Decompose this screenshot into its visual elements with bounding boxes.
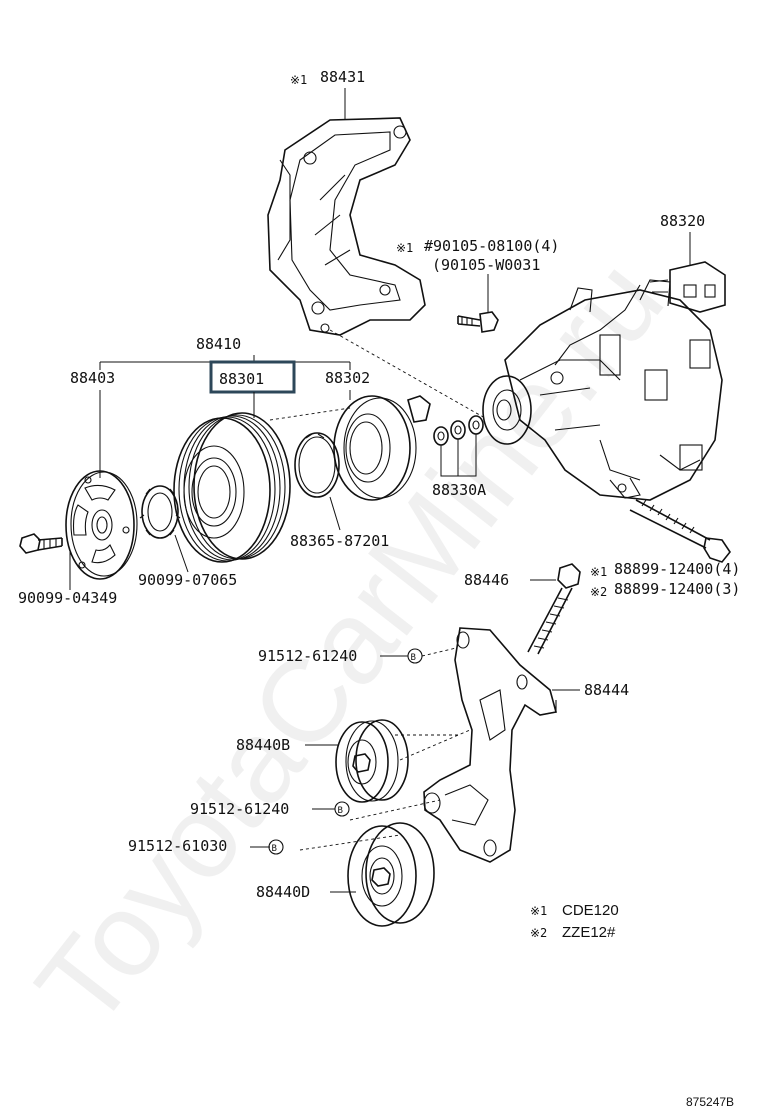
- label-88444[interactable]: 88444: [584, 681, 629, 699]
- leader-88365: [329, 496, 341, 531]
- shim-ring-90099-drawing: [139, 485, 181, 539]
- label-88899-12400-4[interactable]: 88899-12400(4): [614, 560, 740, 578]
- legend-text-2: ZZE12#: [562, 924, 616, 941]
- legend-text-1: CDE120: [562, 902, 619, 919]
- tag-b-2: B: [338, 806, 343, 816]
- label-88301[interactable]: 88301: [219, 370, 264, 388]
- label-90105-08100[interactable]: #90105-08100(4): [424, 237, 559, 255]
- mark-88899-2: ※2: [590, 585, 607, 599]
- label-90105-W0031[interactable]: (90105-W0031: [432, 256, 540, 274]
- label-88403[interactable]: 88403: [70, 369, 115, 387]
- pulley-88301-drawing: [173, 412, 291, 563]
- legend-mark-1: ※1: [530, 904, 547, 918]
- alignment-line-5: [299, 834, 401, 851]
- idler-88440D-drawing: [347, 822, 435, 927]
- label-88330A[interactable]: 88330A: [432, 481, 486, 499]
- label-88431[interactable]: 88431: [320, 68, 365, 86]
- tag-b-1: B: [411, 653, 416, 663]
- legend-mark-2: ※2: [530, 926, 547, 940]
- figure-id: 875247B: [686, 1095, 734, 1109]
- label-91512-61240-b[interactable]: 91512-61240: [190, 800, 289, 818]
- compressor-88320-drawing: [482, 261, 726, 501]
- label-88440B[interactable]: 88440B: [236, 736, 290, 754]
- mark-88899-1: ※1: [590, 565, 607, 579]
- bolt-90105-drawing: [457, 311, 499, 333]
- bolt-88899-drawing: [629, 499, 731, 563]
- plate-88403-drawing: [65, 470, 138, 580]
- mark-88431: ※1: [290, 73, 307, 87]
- leader-90099-07065: [174, 534, 189, 573]
- idler-bracket-88444-drawing: [423, 627, 558, 863]
- bracket-88431-drawing: [267, 117, 426, 336]
- stator-tab-drawing: [407, 395, 431, 423]
- label-88446[interactable]: 88446: [464, 571, 509, 589]
- label-90099-04349[interactable]: 90099-04349: [18, 589, 117, 607]
- label-88365-87201[interactable]: 88365-87201: [290, 532, 389, 550]
- highlight-box-88301: [209, 360, 296, 394]
- tag-circle-2: [334, 801, 350, 817]
- label-88899-12400-3[interactable]: 88899-12400(3): [614, 580, 740, 598]
- label-90099-07065[interactable]: 90099-07065: [138, 571, 237, 589]
- tag-b-3: B: [272, 844, 277, 854]
- stator-88302-drawing: [333, 395, 417, 501]
- label-88440D[interactable]: 88440D: [256, 883, 310, 901]
- label-88320[interactable]: 88320: [660, 212, 705, 230]
- bolt-88446-drawing: [527, 563, 581, 655]
- alignment-line-3: [399, 729, 471, 761]
- tag-circle-3: [268, 839, 284, 855]
- label-91512-61030[interactable]: 91512-61030: [128, 837, 227, 855]
- bolt-90099-04349-drawing: [19, 533, 63, 554]
- label-88410[interactable]: 88410: [196, 335, 241, 353]
- idler-88440B-drawing: [335, 719, 409, 803]
- mark-90105: ※1: [396, 241, 413, 255]
- alignment-line-2: [269, 407, 351, 421]
- label-88302[interactable]: 88302: [325, 369, 370, 387]
- snap-ring-88365-drawing: [294, 432, 340, 498]
- leader-88330A: [440, 434, 477, 477]
- label-91512-61240-a[interactable]: 91512-61240: [258, 647, 357, 665]
